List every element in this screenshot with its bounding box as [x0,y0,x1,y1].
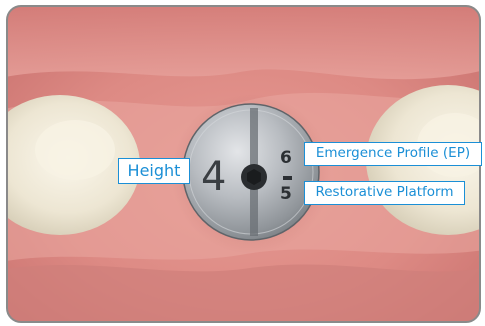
height-label: Height [118,158,190,184]
left-tooth-highlight [35,120,115,180]
cap-ep-number: 6 [280,150,292,167]
restorative-platform-label: Restorative Platform [304,181,465,205]
lower-gum-shading [0,265,485,326]
marking-dash [283,176,292,180]
cap-platform-number: 5 [280,186,292,203]
upper-gum-shading [0,0,485,79]
cap-height-number: 4 [201,157,226,197]
emergence-profile-label: Emergence Profile (EP) [304,142,482,166]
